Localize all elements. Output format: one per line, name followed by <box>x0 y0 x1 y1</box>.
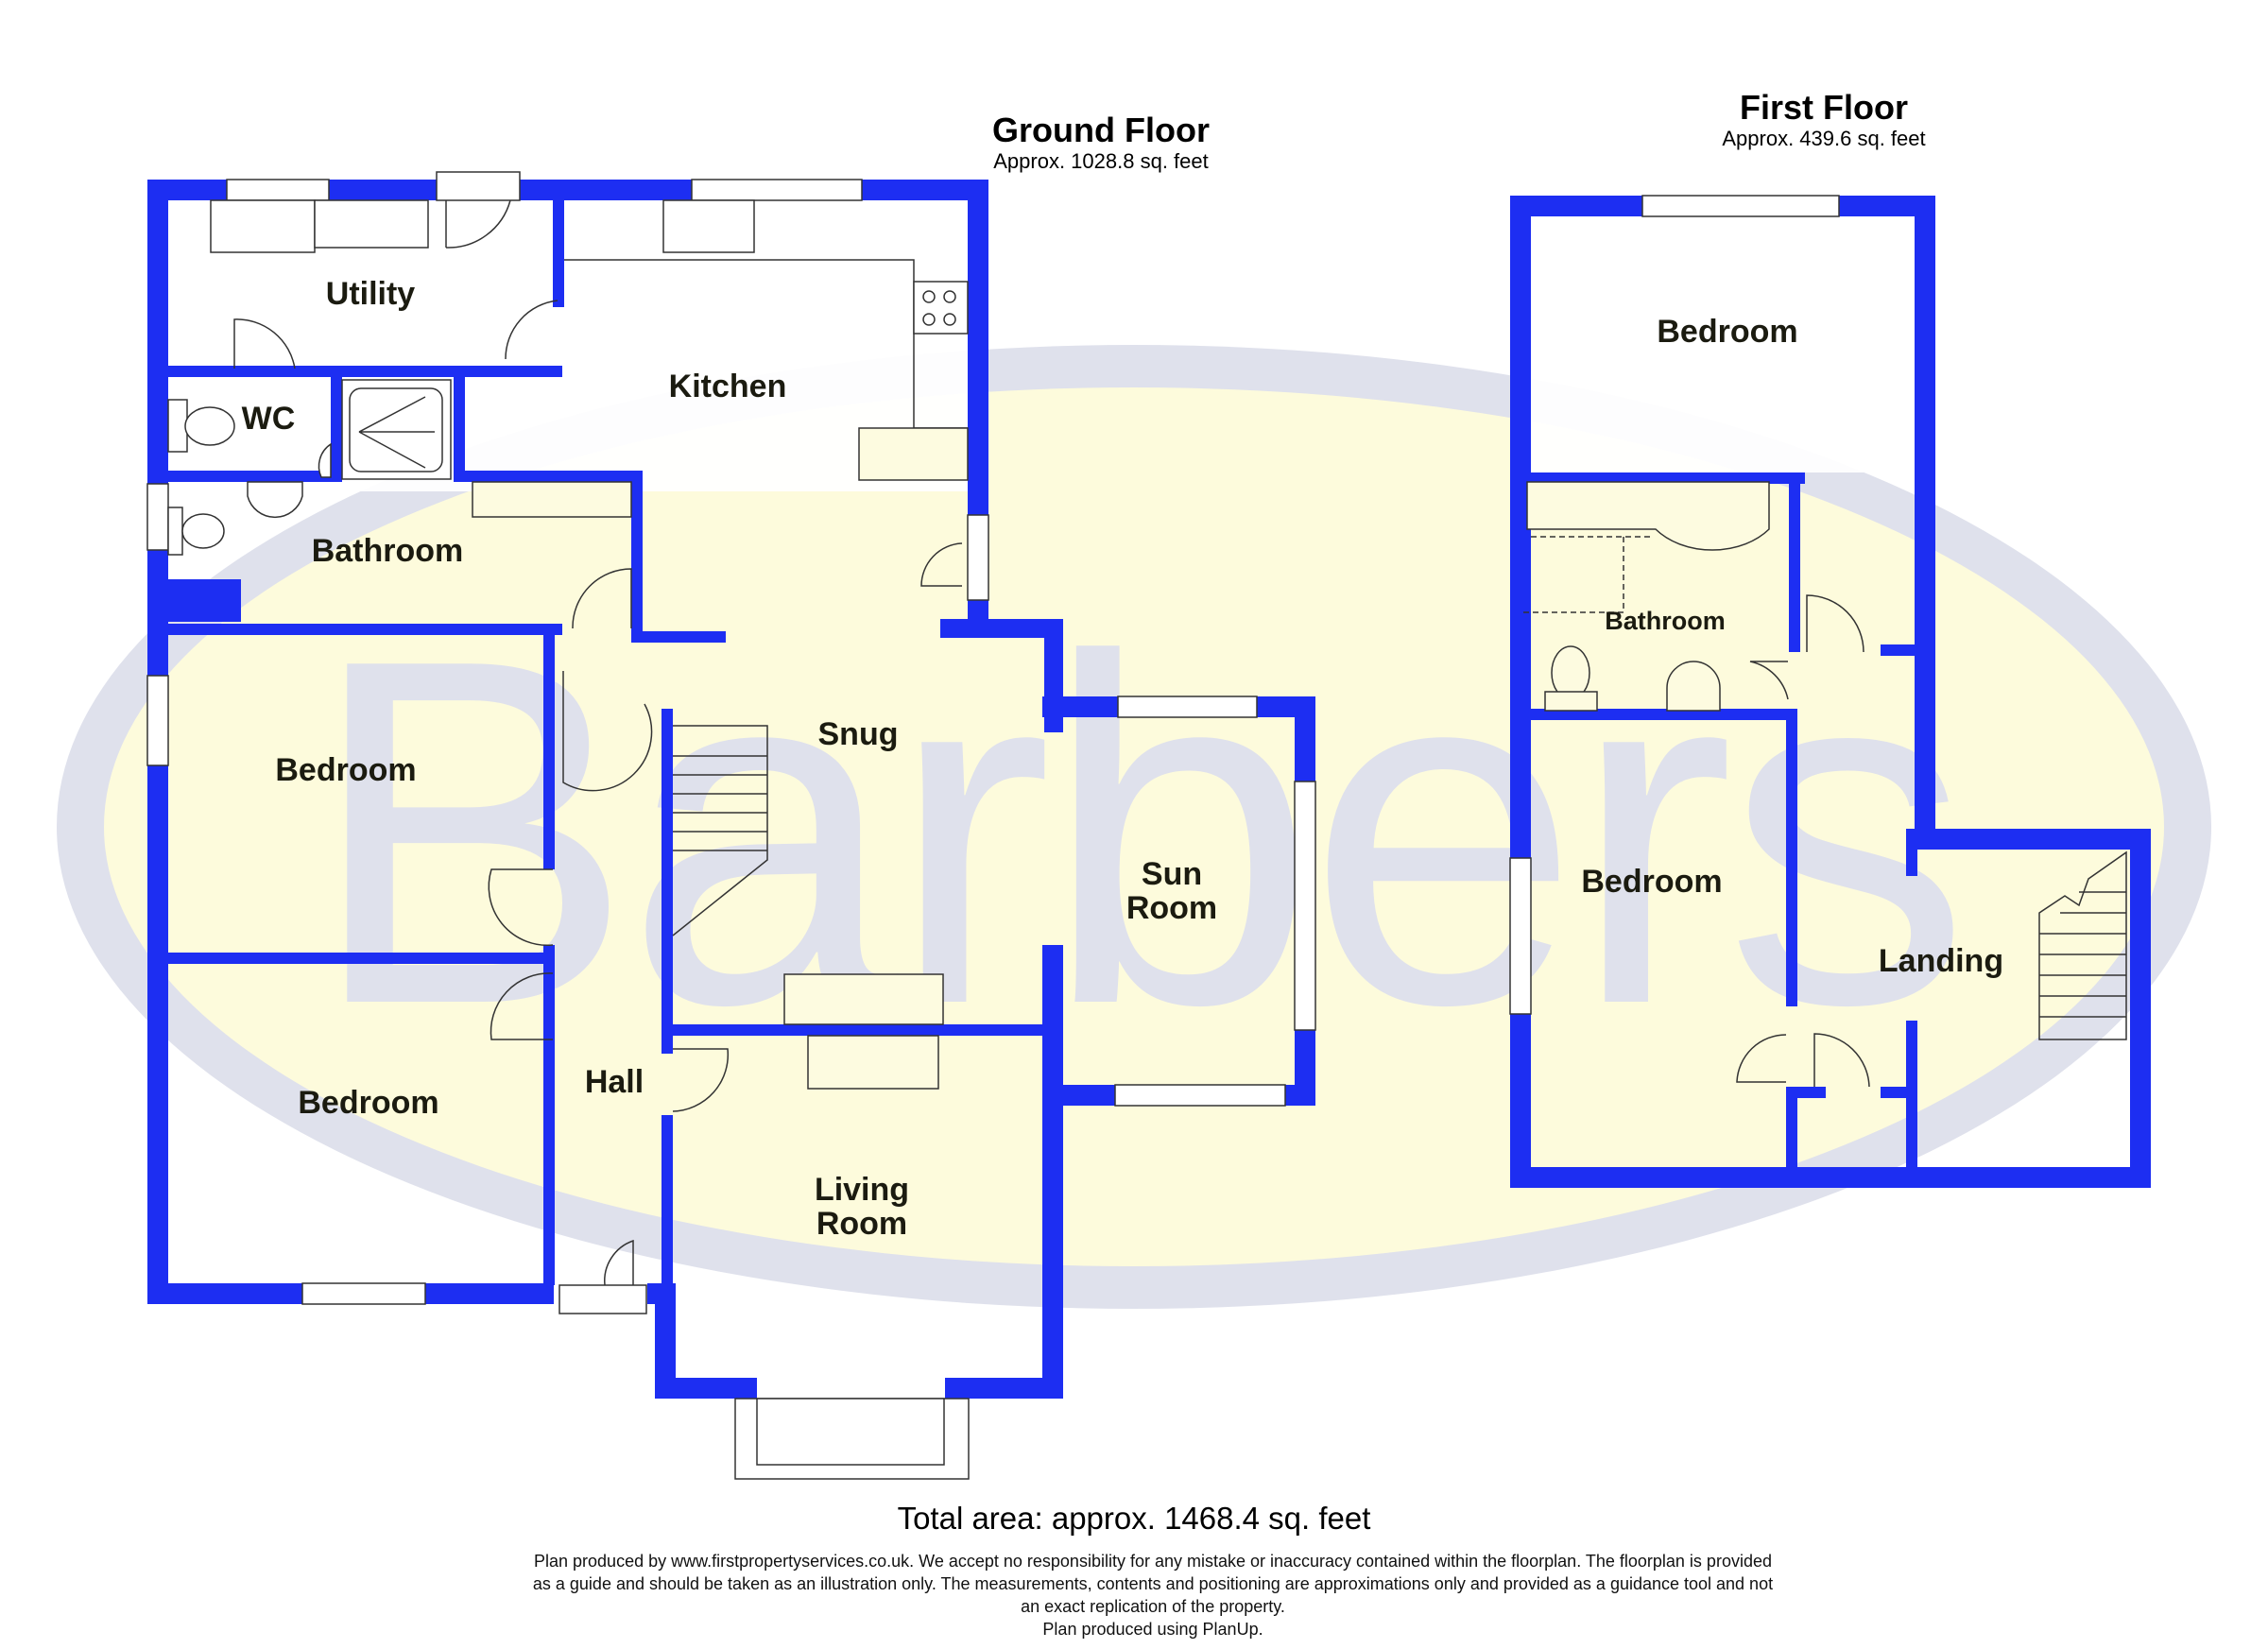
window <box>146 483 169 551</box>
ground-floor-area: Approx. 1028.8 sq. feet <box>993 149 1209 173</box>
back-door <box>436 171 521 201</box>
landing-stairs <box>2038 850 2127 1040</box>
utility-sink <box>210 199 316 253</box>
first-floor-area: Approx. 439.6 sq. feet <box>1722 127 1926 150</box>
disclaimer-line: Plan produced by www.firstpropertyservic… <box>534 1552 1772 1571</box>
room-label-snug: Snug <box>818 716 899 752</box>
stairs <box>672 725 768 936</box>
watermark-text: Barbers <box>307 558 1962 1107</box>
room-label-living-room: Room <box>816 1206 907 1242</box>
disclaimer-line: as a guide and should be taken as an ill… <box>532 1574 1774 1593</box>
window <box>1117 696 1258 718</box>
room-label-utility: Utility <box>326 276 416 312</box>
ground-floor-fixtures <box>146 171 1316 1480</box>
room-label-bathroom: Bathroom <box>312 533 464 569</box>
window <box>1294 781 1316 1031</box>
room-label-landing: Landing <box>1879 943 2003 979</box>
window <box>1641 195 1840 217</box>
room-label-kitchen: Kitchen <box>669 369 787 404</box>
room-label-bedroom: Bedroom <box>298 1085 438 1121</box>
room-labels: Utility WC Kitchen Bathroom Bedroom Bedr… <box>242 276 2003 1242</box>
room-label-bedroom: Bedroom <box>1581 864 1722 900</box>
front-door <box>558 1284 647 1314</box>
window <box>146 675 169 766</box>
first-floor-fixtures <box>1509 195 2127 1088</box>
bay-window <box>734 1398 970 1480</box>
window <box>226 179 330 201</box>
window <box>1509 857 1532 1015</box>
room-label-bedroom: Bedroom <box>1657 314 1797 350</box>
ground-floor-heading: Ground Floor Approx. 1028.8 sq. feet <box>964 112 1238 174</box>
window <box>691 179 863 201</box>
room-label-bedroom: Bedroom <box>275 752 416 788</box>
barbers-watermark: Barbers <box>57 345 2211 1309</box>
window <box>301 1282 426 1305</box>
first-floor-title: First Floor <box>1740 88 1908 127</box>
hob <box>913 281 969 335</box>
window <box>1114 1084 1286 1107</box>
ground-floor-title: Ground Floor <box>992 111 1210 149</box>
disclaimer: Plan produced by www.firstpropertyservic… <box>397 1550 1909 1640</box>
room-label-hall: Hall <box>585 1064 644 1100</box>
room-label-bathroom: Bathroom <box>1605 607 1726 635</box>
first-floor-heading: First Floor Approx. 439.6 sq. feet <box>1682 89 1966 151</box>
disclaimer-line: an exact replication of the property. <box>1021 1597 1285 1616</box>
room-label-wc: WC <box>242 401 296 437</box>
room-label-living-room: Living <box>815 1172 909 1208</box>
total-area: Total area: approx. 1468.4 sq. feet <box>897 1501 1371 1536</box>
first-floor-walls <box>1510 196 2151 1188</box>
disclaimer-line: Plan produced using PlanUp. <box>1042 1620 1263 1639</box>
room-label-sun-room: Sun <box>1142 856 1202 892</box>
room-label-sun-room: Room <box>1126 890 1217 926</box>
